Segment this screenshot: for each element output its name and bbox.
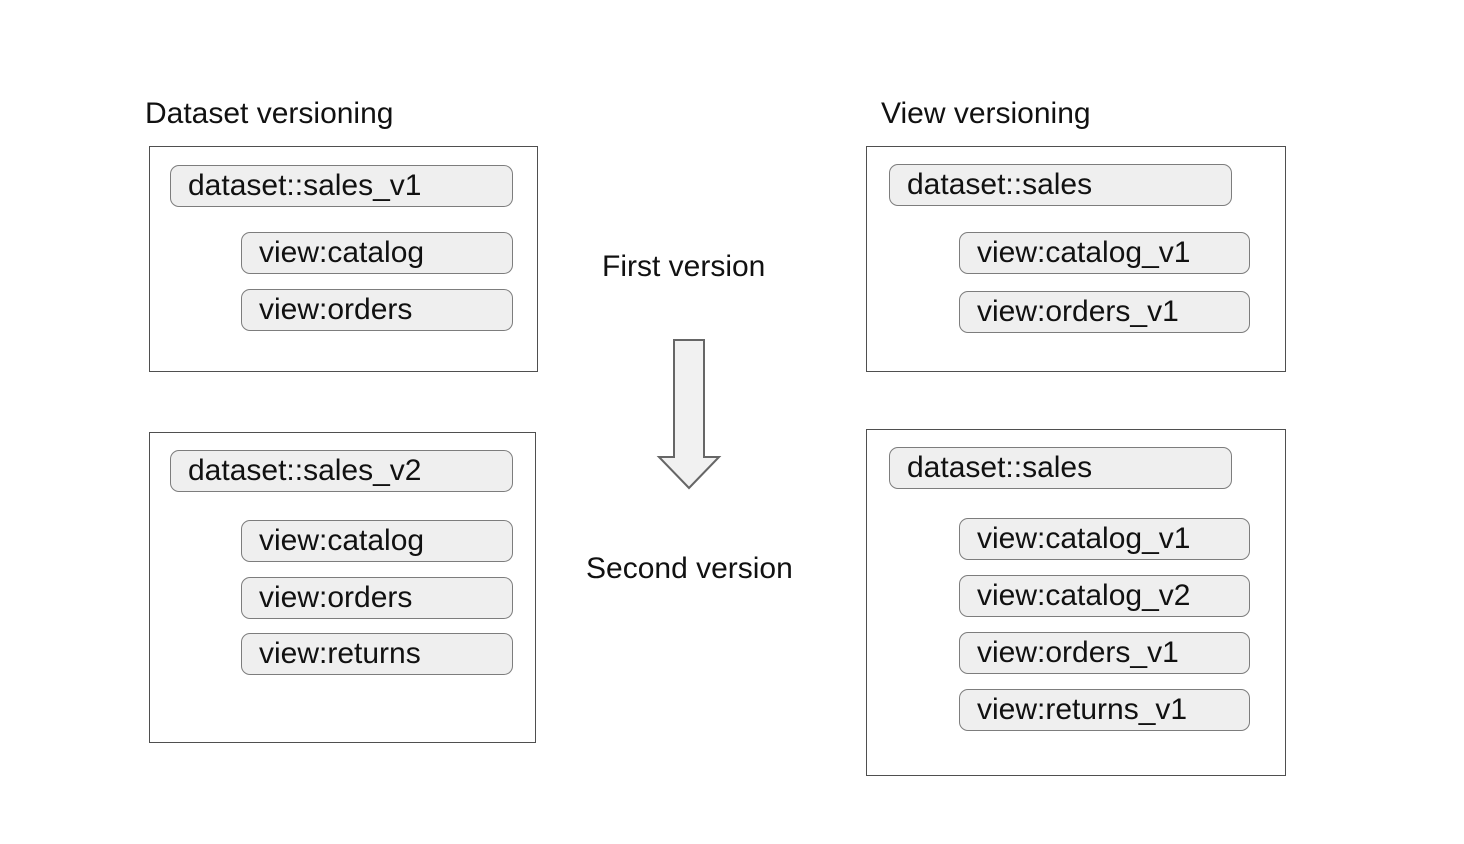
view-pill: view:catalog_v1 (959, 518, 1250, 560)
view-pill: view:catalog (241, 232, 513, 274)
dataset-pill: dataset::sales (889, 447, 1232, 489)
dataset-versioning-second-box: dataset::sales_v2 view:catalog view:orde… (149, 432, 536, 743)
view-pill: view:orders_v1 (959, 291, 1250, 333)
dataset-pill: dataset::sales_v2 (170, 450, 513, 492)
view-pill: view:catalog_v1 (959, 232, 1250, 274)
view-versioning-second-box: dataset::sales view:catalog_v1 view:cata… (866, 429, 1286, 776)
view-pill: view:catalog_v2 (959, 575, 1250, 617)
view-pill: view:orders (241, 289, 513, 331)
view-pill: view:orders_v1 (959, 632, 1250, 674)
view-pill: view:orders (241, 577, 513, 619)
dataset-pill: dataset::sales (889, 164, 1232, 206)
second-version-label: Second version (586, 552, 793, 585)
view-pill: view:catalog (241, 520, 513, 562)
view-versioning-first-box: dataset::sales view:catalog_v1 view:orde… (866, 146, 1286, 372)
down-arrow-icon (656, 339, 722, 490)
first-version-label: First version (602, 250, 766, 283)
view-versioning-heading: View versioning (881, 97, 1091, 130)
view-pill: view:returns_v1 (959, 689, 1250, 731)
dataset-versioning-heading: Dataset versioning (145, 97, 394, 130)
dataset-pill: dataset::sales_v1 (170, 165, 513, 207)
view-pill: view:returns (241, 633, 513, 675)
dataset-versioning-first-box: dataset::sales_v1 view:catalog view:orde… (149, 146, 538, 372)
